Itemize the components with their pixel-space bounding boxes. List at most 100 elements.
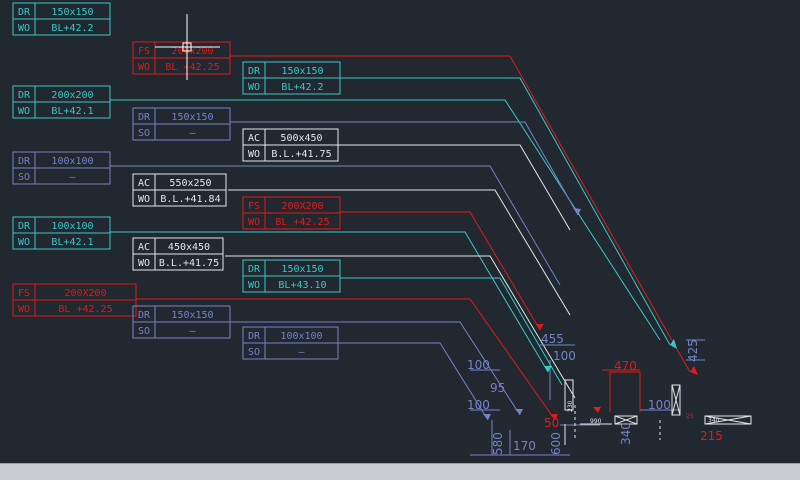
tag-code: WO — [248, 280, 260, 291]
tag-value: B.L.+41.84 — [160, 194, 220, 205]
tag-code: SO — [248, 347, 260, 358]
section-detail — [470, 339, 752, 456]
leader-dr-100 — [110, 231, 549, 373]
arrow-red — [690, 366, 698, 375]
status-bar — [0, 463, 800, 480]
dim-470: 470 — [614, 359, 637, 373]
tag-code: DR — [18, 156, 31, 167]
dim-340: 340 — [619, 422, 633, 445]
section-cross — [671, 384, 681, 416]
tag-value: BL+42.1 — [51, 237, 93, 248]
tag-value: BL+42.1 — [51, 106, 93, 117]
tag-value: BL+42.2 — [51, 23, 93, 34]
tag-value: BL +42.25 — [275, 217, 329, 228]
tag-value: 550x250 — [169, 178, 211, 189]
tag-value: B.L.+41.75 — [271, 149, 331, 160]
dim-100: 100 — [467, 398, 490, 412]
duct-section — [704, 415, 752, 425]
tag-code: FS — [138, 46, 150, 57]
leader-ac-500 — [338, 144, 571, 231]
tag-value: – — [189, 128, 196, 139]
tag-code: WO — [248, 217, 260, 228]
duct-section — [564, 379, 574, 411]
leader-dr-100-so-b — [338, 342, 489, 421]
tag-code: DR — [18, 7, 31, 18]
tag-code: WO — [248, 82, 260, 93]
dim-340b: 340 — [708, 417, 720, 424]
tag-code: AC — [248, 133, 260, 144]
tag-value: – — [69, 172, 76, 183]
tag-value: 450x450 — [168, 242, 210, 253]
tag-value: 150x150 — [171, 112, 213, 123]
arrow-cyan — [670, 339, 677, 349]
dim-170: 170 — [513, 439, 536, 453]
leader-ac-550 — [228, 189, 571, 316]
tag-code: WO — [18, 23, 30, 34]
tag-code: WO — [18, 304, 30, 315]
tag-value: BL +42.25 — [58, 304, 112, 315]
leader-dr-200 — [110, 99, 661, 341]
arrow-red — [550, 414, 558, 420]
tag-value: BL+42.2 — [281, 82, 323, 93]
tag-code: WO — [138, 62, 150, 73]
leader-lines — [110, 55, 691, 421]
tag-code: WO — [138, 258, 150, 269]
duct-section — [614, 415, 638, 425]
leader-fs-c — [136, 298, 556, 421]
tag-code: WO — [138, 194, 150, 205]
tag-value: 500x450 — [280, 133, 322, 144]
duct-section — [671, 384, 681, 416]
arrow-blue — [515, 409, 523, 415]
tag-value: 100x100 — [51, 221, 93, 232]
tag-value: 200X200 — [64, 288, 106, 299]
dim-100: 100 — [648, 398, 671, 412]
dim-100: 100 — [467, 358, 490, 372]
arrow-red — [593, 407, 601, 413]
arrow-cyan — [544, 366, 552, 372]
tag-code: DR — [248, 331, 261, 342]
tag-value: – — [189, 326, 196, 337]
crosshair-cursor[interactable] — [155, 14, 220, 80]
tag-code: DR — [18, 90, 31, 101]
tag-value: BL +42.25 — [165, 62, 219, 73]
leader-dr-150-so-b — [230, 321, 521, 416]
dim-600: 600 — [549, 432, 563, 455]
tag-code: WO — [18, 106, 30, 117]
tag-code: SO — [138, 128, 150, 139]
arrow-blue — [483, 414, 491, 420]
tag-value: 150x150 — [281, 66, 323, 77]
arrow-red — [536, 324, 544, 330]
leader-dr-150-b — [340, 77, 671, 346]
tag-value: 150x150 — [281, 264, 323, 275]
arrow-blue — [573, 208, 581, 215]
tag-code: DR — [248, 66, 261, 77]
fs-section — [609, 371, 641, 412]
leader-dr-150-c — [340, 277, 563, 386]
dim-50: 50 — [544, 416, 559, 430]
tag-code: WO — [18, 237, 30, 248]
tag-code: SO — [18, 172, 30, 183]
dim-95: 95 — [490, 381, 505, 395]
tag-value: 150x150 — [51, 7, 93, 18]
tag-value: 200X200 — [281, 201, 323, 212]
section-cross — [704, 415, 752, 425]
leader-ac-450 — [225, 255, 576, 399]
tag-value: B.L.+41.75 — [159, 258, 219, 269]
